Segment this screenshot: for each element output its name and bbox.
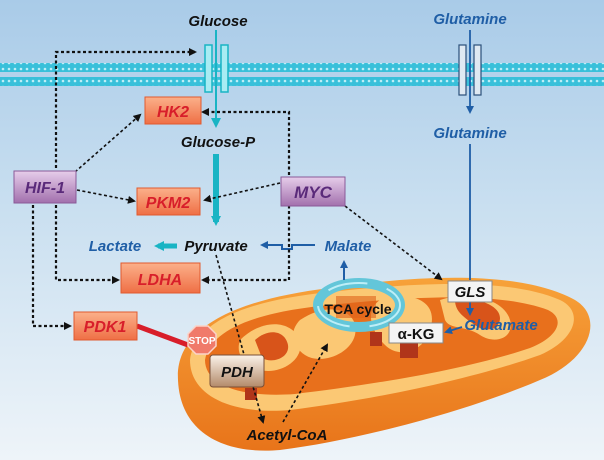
- tca-cycle-label: TCA cycle: [324, 301, 391, 317]
- enzyme-pdh[interactable]: PDH: [209, 354, 265, 388]
- stop-label: STOP: [188, 336, 215, 347]
- pyruvate-label: Pyruvate: [184, 238, 247, 255]
- glucose-transporter: [204, 44, 229, 93]
- regulator-hif1[interactable]: HIF-1: [13, 170, 77, 204]
- enzyme-pdk1[interactable]: PDK1: [73, 311, 138, 341]
- glutamate-label: Glutamate: [464, 317, 537, 334]
- mitochondrion: [177, 277, 591, 451]
- pdk1-label: PDK1: [84, 319, 127, 336]
- glucose-p-label: Glucose-P: [181, 134, 256, 151]
- regulator-myc[interactable]: MYC: [280, 176, 346, 207]
- akg-label: α-KG: [398, 326, 435, 343]
- metabolite-akg-box[interactable]: α-KG: [388, 322, 444, 344]
- pdh-label: PDH: [221, 364, 254, 381]
- lactate-label: Lactate: [89, 238, 142, 255]
- myc-label: MYC: [294, 183, 333, 202]
- tca-cycle-ring: [313, 278, 405, 332]
- malate-label: Malate: [325, 238, 372, 255]
- glucose-label: Glucose: [188, 13, 247, 30]
- glucose-flow: [154, 30, 221, 251]
- stop-sign: STOP: [187, 325, 217, 355]
- enzyme-ldha[interactable]: LDHA: [120, 262, 201, 294]
- glutamine-flow: [260, 30, 474, 335]
- glutamine-extracellular-label: Glutamine: [433, 11, 506, 28]
- pkm2-label: PKM2: [146, 195, 191, 212]
- acetyl-coa-label: Acetyl-CoA: [246, 427, 328, 444]
- enzyme-gls[interactable]: GLS: [447, 280, 493, 303]
- hk2-label: HK2: [157, 104, 189, 121]
- cell-membrane: [0, 63, 604, 86]
- hif1-label: HIF-1: [25, 180, 65, 197]
- enzyme-hk2[interactable]: HK2: [144, 96, 202, 125]
- enzyme-pkm2[interactable]: PKM2: [136, 187, 201, 216]
- glutamine-intracellular-label: Glutamine: [433, 125, 506, 142]
- inhibition-line: [136, 323, 189, 348]
- glutamine-transporter: [458, 44, 482, 96]
- gls-label: GLS: [455, 284, 486, 301]
- ldha-label: LDHA: [138, 272, 182, 289]
- regulatory-arrows: [31, 48, 443, 424]
